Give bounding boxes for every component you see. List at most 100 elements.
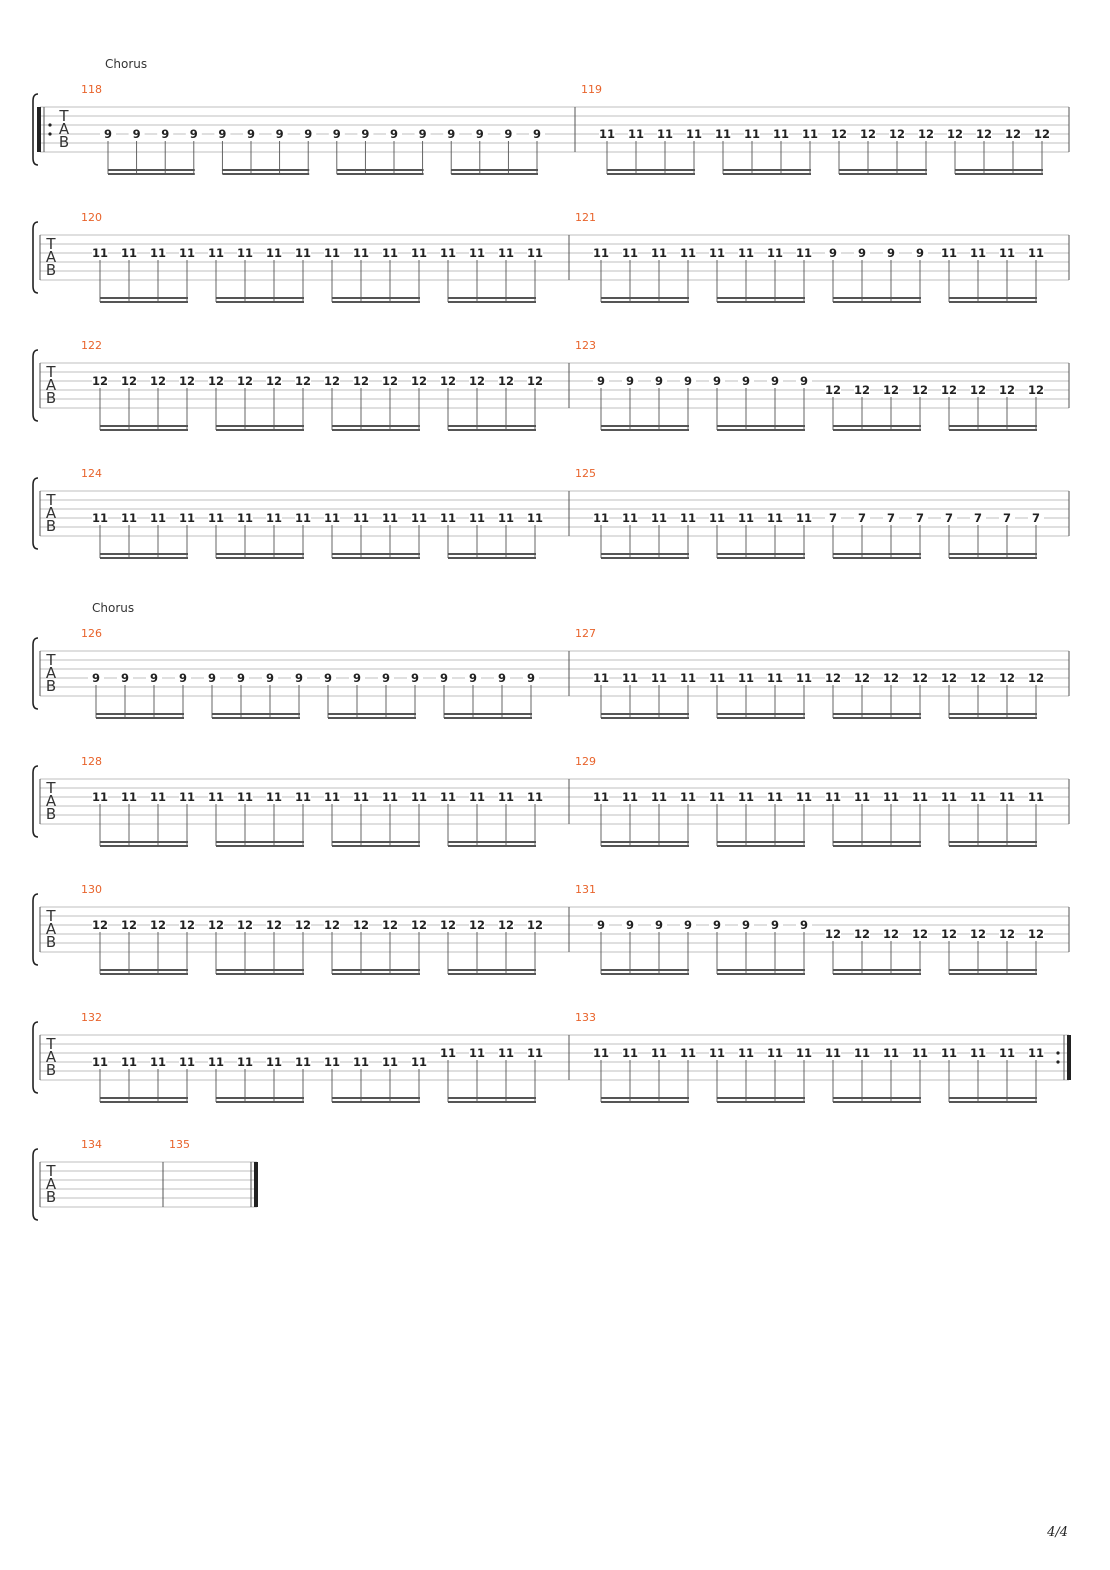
beam [601,717,689,719]
tab-clef-letter: T [45,363,56,381]
fret-number: 11 [715,127,731,141]
fret-number: 9 [887,246,895,260]
fret-bg [999,672,1015,683]
fret-bg [738,375,754,386]
fret-number: 11 [440,246,456,260]
fret-number: 9 [626,918,634,932]
fret-number: 11 [767,246,783,260]
fret-number: 12 [854,671,870,685]
fret-number: 12 [854,927,870,941]
tab-clef-letter: T [58,107,69,125]
fret-bg [854,1047,870,1058]
beam [717,713,805,715]
fret-number: 12 [970,671,986,685]
fret-number: 11 [941,790,957,804]
fret-number: 12 [382,918,398,932]
fret-number: 12 [353,374,369,388]
fret-number: 11 [796,671,812,685]
tab-clef-letter: B [46,805,56,823]
fret-number: 9 [476,127,484,141]
fret-bg [237,791,253,802]
fret-bg [295,247,311,258]
fret-number: 11 [295,511,311,525]
fret-bg [469,512,485,523]
fret-number: 9 [150,671,158,685]
fret-number: 11 [657,127,673,141]
fret-number: 12 [121,374,137,388]
fret-number: 12 [883,671,899,685]
fret-bg [1028,512,1044,523]
fret-number: 11 [92,1055,108,1069]
fret-number: 11 [854,1046,870,1060]
fret-bg [150,919,166,930]
fret-number: 12 [324,374,340,388]
fret-number: 9 [419,127,427,141]
beam [833,297,921,299]
fret-bg [411,375,427,386]
fret-number: 11 [796,790,812,804]
fret-bg [237,375,253,386]
fret-number: 12 [527,374,543,388]
repeat-end-thick-bar [1067,1035,1071,1080]
beam [100,425,188,427]
fret-bg [382,919,398,930]
fret-bg [767,1047,783,1058]
fret-number: 11 [324,1055,340,1069]
fret-number: 11 [121,1055,137,1069]
fret-bg [469,375,485,386]
fret-bg [150,247,166,258]
fret-number: 12 [1034,127,1050,141]
fret-bg [709,247,725,258]
fret-number: 11 [179,511,195,525]
fret-number: 9 [684,918,692,932]
fret-bg [440,791,456,802]
section-label: Chorus [105,57,147,71]
fret-number: 11 [411,511,427,525]
fret-number: 9 [104,127,112,141]
beam [332,841,420,843]
fret-bg [767,672,783,683]
fret-number: 12 [883,927,899,941]
fret-number: 12 [860,127,876,141]
beam [448,297,536,299]
beam [949,557,1037,559]
fret-number: 11 [709,1046,725,1060]
fret-number: 9 [713,374,721,388]
fret-number: 12 [918,127,934,141]
fret-bg [593,1047,609,1058]
fret-number: 11 [92,790,108,804]
fret-bg [500,128,517,139]
fret-number: 12 [150,374,166,388]
fret-bg [999,512,1015,523]
fret-number: 12 [411,374,427,388]
system-bracket [32,893,39,966]
fret-bg [622,919,638,930]
fret-number: 11 [208,511,224,525]
beam [607,173,695,175]
fret-number: 7 [1003,511,1011,525]
beam [949,1097,1037,1099]
fret-number: 9 [237,671,245,685]
fret-number: 12 [498,918,514,932]
fret-number: 11 [912,1046,928,1060]
fret-number: 12 [1028,383,1044,397]
tab-clef-letter: A [46,1048,57,1066]
fret-bg [498,919,514,930]
fret-number: 12 [92,374,108,388]
fret-bg [941,1047,957,1058]
fret-number: 9 [684,374,692,388]
fret-bg [179,919,195,930]
beam [222,173,310,175]
fret-number: 11 [1028,790,1044,804]
fret-bg [941,247,957,258]
fret-bg [680,512,696,523]
beam [717,553,805,555]
fret-number: 11 [651,790,667,804]
fret-number: 9 [829,246,837,260]
fret-bg [266,791,282,802]
fret-number: 7 [1032,511,1040,525]
fret-number: 11 [469,790,485,804]
fret-bg [208,919,224,930]
tab-clef-letter: A [46,248,57,266]
fret-number: 9 [411,671,419,685]
